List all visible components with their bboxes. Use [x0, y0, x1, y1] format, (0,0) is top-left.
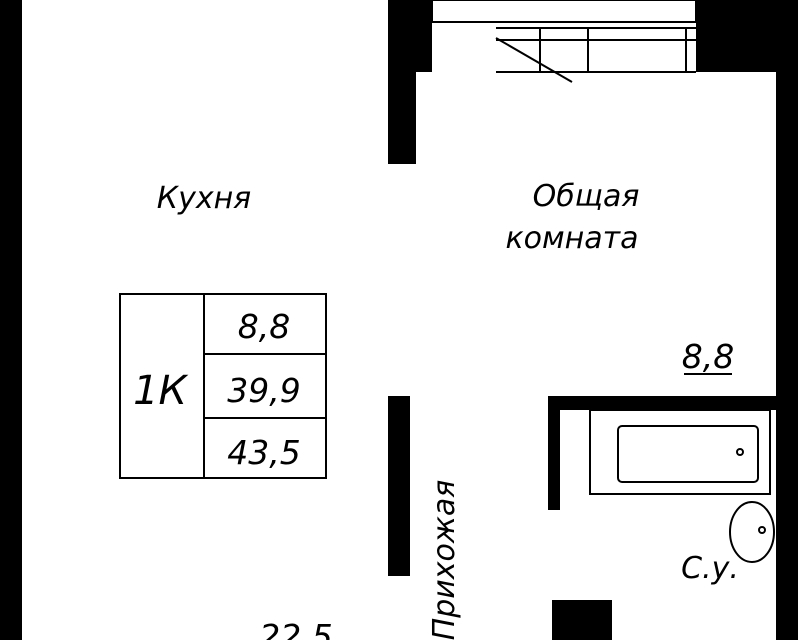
- door-swing-line: [495, 37, 573, 83]
- bathtub-drain: [736, 448, 744, 456]
- partition-pillar: [388, 72, 410, 164]
- partition-pillar-edge: [410, 72, 416, 164]
- kitchen-label: Кухня: [157, 181, 251, 216]
- top-wall-left-segment: [388, 0, 432, 72]
- top-wall-right-segment: [696, 0, 778, 72]
- balcony-outline: [431, 0, 697, 23]
- right-outer-wall: [776, 0, 798, 640]
- living-room-label-line1: Общая: [533, 179, 640, 214]
- summary-total-area: 39,9: [227, 371, 300, 410]
- apartment-type: 1К: [133, 368, 188, 414]
- sink-bowl: [729, 501, 775, 563]
- balcony-area-label: 3,6: [708, 0, 760, 14]
- bathtub: [589, 409, 771, 495]
- left-outer-wall: [0, 0, 22, 640]
- living-room-area: 8,8: [682, 337, 734, 376]
- hallway-area: 22,5: [259, 617, 332, 640]
- living-room-label-line2: комната: [506, 221, 639, 256]
- summary-total-with-balcony: 43,5: [227, 433, 300, 472]
- sink-drain: [758, 526, 766, 534]
- hallway-partition-wall: [388, 396, 410, 576]
- bathroom-lower-wall: [552, 600, 612, 640]
- sink: [729, 501, 775, 563]
- bathroom-label: С.у.: [681, 551, 739, 586]
- summary-table-border: [119, 293, 327, 479]
- summary-living-area: 8,8: [238, 307, 290, 346]
- hallway-label: Прихожая: [427, 480, 462, 640]
- bathroom-left-wall: [548, 396, 560, 510]
- bathtub-inner: [617, 425, 759, 483]
- summary-table: 1К 8,8 39,9 43,5: [119, 293, 327, 479]
- balcony: 3,6: [431, 0, 760, 83]
- bathroom-top-wall: [548, 396, 776, 410]
- bathtub-outer: [589, 409, 771, 495]
